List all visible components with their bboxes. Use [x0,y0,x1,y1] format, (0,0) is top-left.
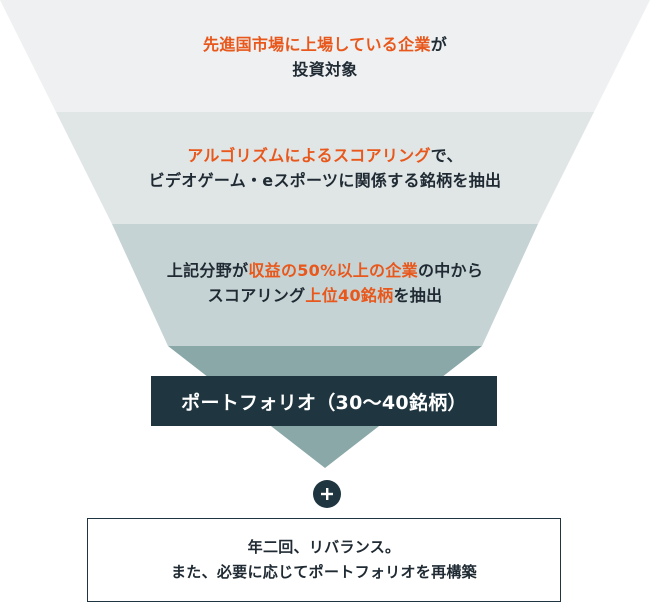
stage-2-text: アルゴリズムによるスコアリングで、 ビデオゲーム・eスポーツに関係する銘柄を抽出 [0,143,650,193]
rebalance-line-1: 年二回、リバランス。 [247,538,401,556]
stage-1-text-a: が [430,35,448,54]
funnel-band-1 [0,0,650,112]
funnel-band-2 [56,112,594,224]
stage-3-text-d: を抽出 [393,286,443,305]
portfolio-box: ポートフォリオ（30〜40銘柄） [151,376,497,426]
rebalance-box: 年二回、リバランス。 また、必要に応じてポートフォリオを再構築 [87,518,561,602]
stage-3-highlight-a: 収益の50%以上の企業 [248,261,418,280]
stage-1-text: 先進国市場に上場している企業が 投資対象 [0,32,650,82]
stage-2-line-2: ビデオゲーム・eスポーツに関係する銘柄を抽出 [148,171,502,190]
plus-icon [313,480,341,508]
stage-3-text-b: の中から [417,261,484,280]
stage-3-text-c: スコアリング [207,286,306,305]
portfolio-label: ポートフォリオ（30〜40銘柄） [181,391,467,414]
stage-2-highlight: アルゴリズムによるスコアリング [187,146,431,165]
rebalance-line-2: また、必要に応じてポートフォリオを再構築 [170,563,477,581]
stage-1-line-2: 投資対象 [292,60,358,79]
stage-3-text-a: 上記分野が [166,261,249,280]
stage-3-highlight-b: 上位40銘柄 [305,286,394,305]
stage-2-text-a: で、 [430,146,463,165]
stage-3-text: 上記分野が収益の50%以上の企業の中から スコアリング上位40銘柄を抽出 [0,258,650,308]
stage-1-highlight: 先進国市場に上場している企業 [202,35,431,54]
funnel-band-3 [112,224,538,346]
